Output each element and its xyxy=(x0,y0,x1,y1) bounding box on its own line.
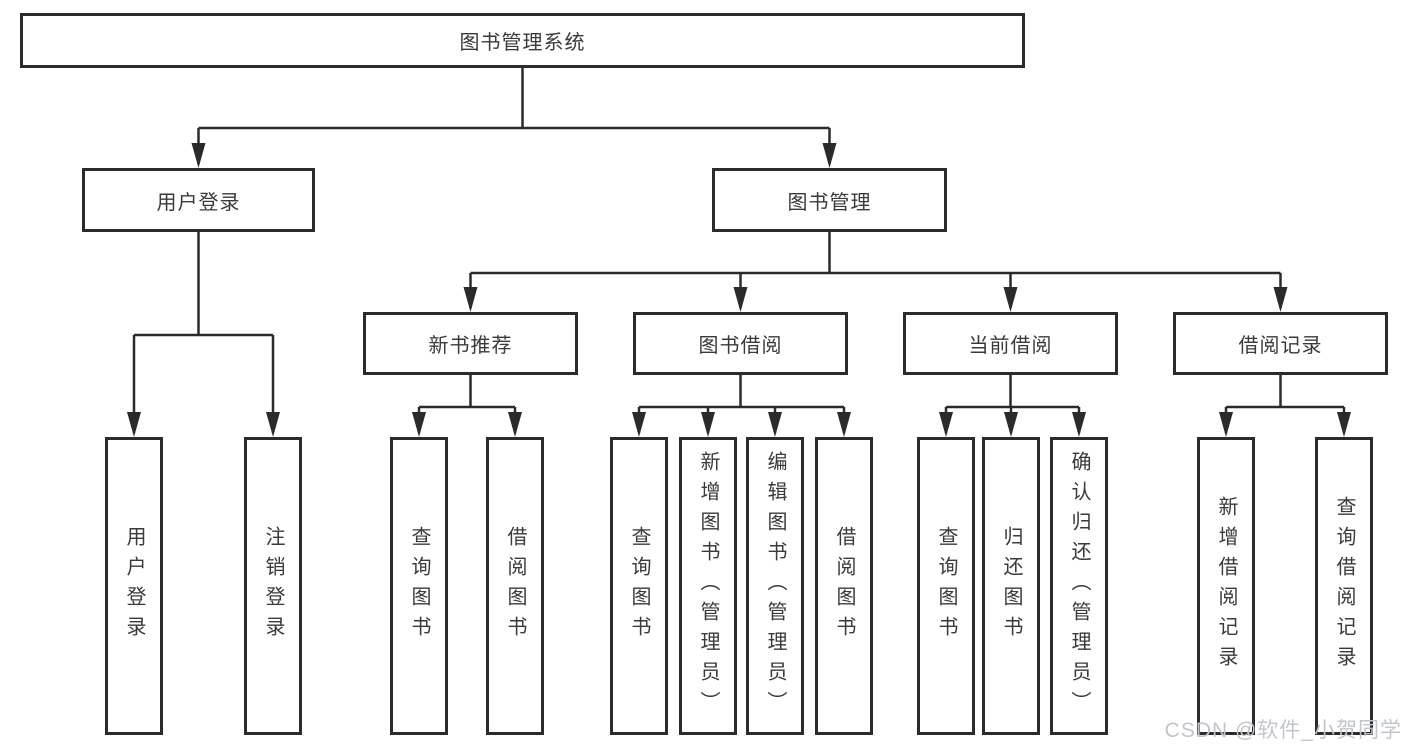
node-borrow-records: 借阅记录 xyxy=(1173,312,1388,375)
node-book-borrowing: 图书借阅 xyxy=(633,312,848,375)
arrowhead xyxy=(1072,412,1086,437)
node-label: 确认归还（管理员） xyxy=(1068,451,1090,721)
leaf-record-add-borrow-record: 新增借阅记录 xyxy=(1197,437,1255,735)
node-book-management: 图书管理 xyxy=(712,168,947,232)
connector-borrow-record-split xyxy=(1219,375,1351,437)
arrowhead xyxy=(1219,412,1233,437)
node-label: 新增图书（管理员） xyxy=(697,451,719,721)
leaf-logout: 注销登录 xyxy=(244,437,302,735)
leaf-current-confirm-return-admin: 确认归还（管理员） xyxy=(1050,437,1108,735)
node-label: 新书推荐 xyxy=(428,335,513,357)
connector-book-borrow-split xyxy=(632,375,851,437)
node-new-book-recommend: 新书推荐 xyxy=(363,312,578,375)
leaf-user-login: 用户登录 xyxy=(105,437,163,735)
node-label: 查询图书 xyxy=(628,526,650,646)
node-label: 借阅图书 xyxy=(504,526,526,646)
arrowhead xyxy=(837,412,851,437)
leaf-current-return-book: 归还图书 xyxy=(982,437,1040,735)
arrowhead xyxy=(127,412,141,437)
arrowhead xyxy=(191,143,206,168)
node-user-login: 用户登录 xyxy=(82,168,315,232)
leaf-newbook-query-book: 查询图书 xyxy=(390,437,448,735)
connector-new-book-split xyxy=(412,375,522,437)
connector-user-login-split xyxy=(127,232,280,437)
node-label: 用户登录 xyxy=(156,191,241,214)
node-label: 编辑图书（管理员） xyxy=(764,451,786,721)
node-label: 新增借阅记录 xyxy=(1215,496,1237,676)
arrowhead xyxy=(412,412,426,437)
arrowhead xyxy=(768,412,782,437)
leaf-borrowing-add-book-admin: 新增图书（管理员） xyxy=(679,437,737,735)
node-library-management-system: 图书管理系统 xyxy=(20,13,1025,68)
node-label: 归还图书 xyxy=(1000,526,1022,646)
node-label: 当前借阅 xyxy=(968,335,1053,357)
connector-book-mgmt-split xyxy=(463,232,1288,312)
arrowhead xyxy=(1003,287,1018,312)
arrowhead xyxy=(733,287,748,312)
leaf-borrowing-borrow-book: 借阅图书 xyxy=(815,437,873,735)
node-label: 查询图书 xyxy=(408,526,430,646)
connector-root-split xyxy=(191,68,837,168)
arrowhead xyxy=(463,287,478,312)
arrowhead xyxy=(701,412,715,437)
node-current-borrowing: 当前借阅 xyxy=(903,312,1118,375)
arrowhead xyxy=(266,412,280,437)
arrowhead xyxy=(1004,412,1018,437)
node-label: 图书管理 xyxy=(787,191,872,214)
node-label: 借阅图书 xyxy=(833,526,855,646)
leaf-borrowing-query-book: 查询图书 xyxy=(610,437,668,735)
node-label: 注销登录 xyxy=(262,526,284,646)
leaf-record-query-borrow-record: 查询借阅记录 xyxy=(1315,437,1373,735)
leaf-newbook-borrow-book: 借阅图书 xyxy=(486,437,544,735)
arrowhead xyxy=(1273,287,1288,312)
node-label: 图书借阅 xyxy=(698,335,783,357)
arrowhead xyxy=(1337,412,1351,437)
node-label: 查询图书 xyxy=(935,526,957,646)
node-label: 用户登录 xyxy=(123,526,145,646)
node-label: 借阅记录 xyxy=(1238,335,1323,357)
arrowhead xyxy=(822,143,837,168)
leaf-borrowing-edit-book-admin: 编辑图书（管理员） xyxy=(746,437,804,735)
connector-current-borrow-split xyxy=(939,375,1086,437)
arrowhead xyxy=(939,412,953,437)
node-label: 查询借阅记录 xyxy=(1333,496,1355,676)
arrowhead xyxy=(508,412,522,437)
leaf-current-query-book: 查询图书 xyxy=(917,437,975,735)
arrowhead xyxy=(632,412,646,437)
node-label: 图书管理系统 xyxy=(459,32,586,54)
